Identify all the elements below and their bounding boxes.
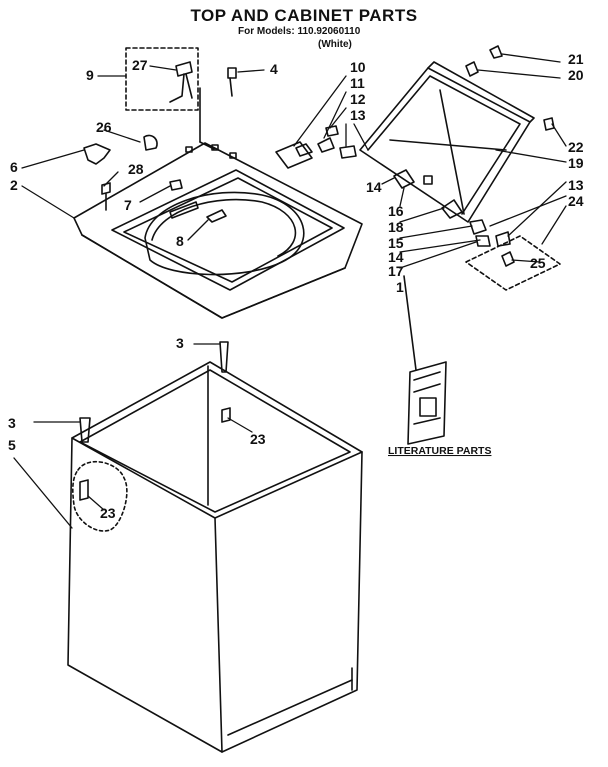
part-24-box: [465, 235, 561, 291]
callout-9: 9: [86, 67, 94, 83]
part-3-a: [219, 341, 229, 373]
top-panel: [73, 87, 363, 319]
callout-22: 22: [568, 139, 584, 155]
callout-23a: 23: [250, 431, 266, 447]
part-14-a: [423, 175, 433, 185]
part-18: [441, 199, 463, 219]
callout-6: 6: [10, 159, 18, 175]
callout-12: 12: [350, 91, 366, 107]
callout-13b: 13: [568, 177, 584, 193]
callout-21: 21: [568, 51, 584, 67]
lid: [359, 61, 535, 223]
part-13: [339, 145, 357, 159]
callout-5: 5: [8, 437, 16, 453]
part-23-b: [79, 479, 89, 501]
callout-3b: 3: [8, 415, 16, 431]
page-title: TOP AND CABINET PARTS: [190, 6, 418, 25]
color-note: (White): [318, 39, 352, 50]
models-line: For Models: 110.92060110: [238, 26, 361, 37]
part-17: [475, 235, 491, 247]
callout-18: 18: [388, 219, 404, 235]
callout-3a: 3: [176, 335, 184, 351]
callout-7: 7: [124, 197, 132, 213]
part-3-b: [79, 417, 91, 443]
callout-24: 24: [568, 193, 584, 209]
callout-4: 4: [270, 61, 278, 77]
part-26: [143, 134, 158, 151]
callout-17: 17: [388, 263, 404, 279]
part-13-c: [495, 231, 511, 247]
literature-booklet: [403, 275, 447, 445]
callout-20: 20: [568, 67, 584, 83]
part-9-box: [125, 47, 199, 111]
part-16: [393, 169, 415, 189]
part-8: [206, 209, 227, 223]
part-13-b: [469, 219, 487, 235]
callout-27: 27: [132, 57, 148, 73]
callout-10: 10: [350, 59, 366, 75]
callout-14b: 14: [388, 249, 404, 265]
callout-23b: 23: [100, 505, 116, 521]
callout-labels: 27 9 4 26 6 2 28 7 8 10 11 12 13 14 21 2…: [8, 51, 584, 521]
callout-1: 1: [396, 279, 404, 295]
callout-13: 13: [350, 107, 366, 123]
part-4: [227, 67, 237, 79]
part-21: [489, 45, 503, 59]
callout-25: 25: [530, 255, 546, 271]
part-11: [317, 137, 335, 153]
callout-16: 16: [388, 203, 404, 219]
literature-parts-label: LITERATURE PARTS: [388, 445, 491, 457]
part-10: [275, 141, 313, 169]
part-7: [169, 179, 183, 191]
cabinet: [67, 361, 363, 753]
callout-2: 2: [10, 177, 18, 193]
callout-14: 14: [366, 179, 382, 195]
lid-switch-slot: [169, 201, 199, 219]
callout-19: 19: [568, 155, 584, 171]
part-25: [501, 251, 515, 267]
part-6: [83, 143, 111, 165]
part-23-a: [221, 407, 231, 423]
callout-8: 8: [176, 233, 184, 249]
leader-lines: [13, 53, 567, 529]
callout-15: 15: [388, 235, 404, 251]
callout-11: 11: [350, 75, 365, 91]
callout-28: 28: [128, 161, 144, 177]
part-20: [465, 61, 479, 77]
part-28: [101, 182, 111, 195]
callout-26: 26: [96, 119, 112, 135]
part-12: [325, 125, 339, 137]
